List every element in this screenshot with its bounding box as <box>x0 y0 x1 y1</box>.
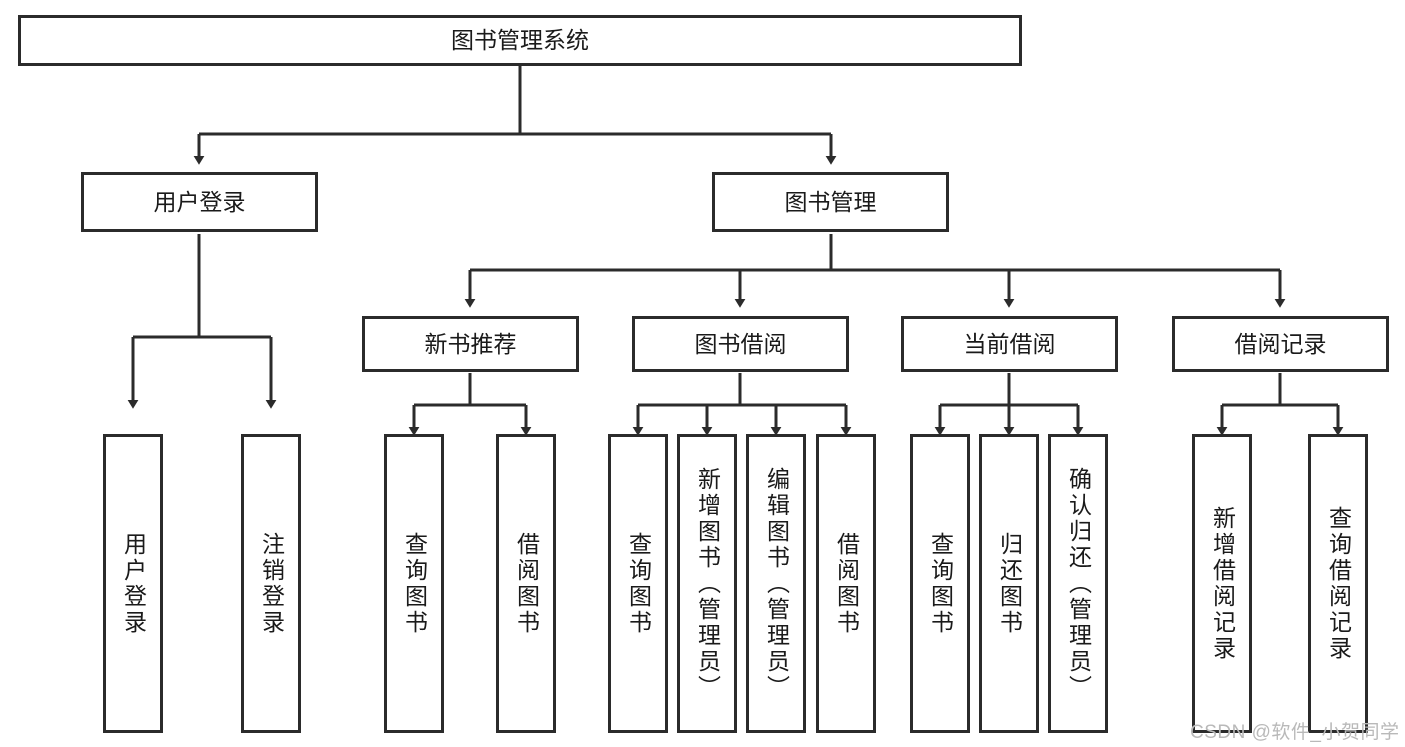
node-leaf-borrow-book-2-label: 借阅图书 <box>833 531 860 636</box>
node-leaf-query-book-3[interactable]: 查询图书 <box>910 434 970 733</box>
node-current-borrow[interactable]: 当前借阅 <box>901 316 1118 372</box>
node-new-book-rec[interactable]: 新书推荐 <box>362 316 579 372</box>
node-borrow-record-label: 借阅记录 <box>1234 330 1327 357</box>
node-leaf-borrow-book-1-label: 借阅图书 <box>513 531 540 636</box>
csdn-watermark: CSDN @软件_小贺同学 <box>1190 722 1400 743</box>
node-leaf-return-book-label: 归还图书 <box>996 531 1023 636</box>
node-leaf-query-book-2-label: 查询图书 <box>625 531 652 636</box>
node-leaf-user-login-label: 用户登录 <box>120 531 147 636</box>
node-leaf-query-record[interactable]: 查询借阅记录 <box>1308 434 1368 733</box>
node-leaf-add-book-label: 新增图书（管理员） <box>694 466 721 701</box>
node-new-book-rec-label: 新书推荐 <box>424 330 517 357</box>
node-leaf-edit-book-label: 编辑图书（管理员） <box>763 466 790 701</box>
node-leaf-query-book-1-label: 查询图书 <box>401 531 428 636</box>
node-root-label: 图书管理系统 <box>451 27 589 54</box>
node-root[interactable]: 图书管理系统 <box>18 15 1022 66</box>
node-leaf-add-record[interactable]: 新增借阅记录 <box>1192 434 1252 733</box>
node-leaf-logout-label: 注销登录 <box>258 531 285 636</box>
node-leaf-add-record-label: 新增借阅记录 <box>1209 505 1236 662</box>
node-leaf-borrow-book-2[interactable]: 借阅图书 <box>816 434 876 733</box>
node-user-login-label: 用户登录 <box>153 188 246 215</box>
node-leaf-confirm-return-label: 确认归还（管理员） <box>1065 466 1092 701</box>
node-leaf-add-book[interactable]: 新增图书（管理员） <box>677 434 737 733</box>
node-leaf-user-login[interactable]: 用户登录 <box>103 434 163 733</box>
node-book-borrow[interactable]: 图书借阅 <box>632 316 849 372</box>
node-leaf-return-book[interactable]: 归还图书 <box>979 434 1039 733</box>
node-leaf-query-book-1[interactable]: 查询图书 <box>384 434 444 733</box>
node-book-manage[interactable]: 图书管理 <box>712 172 949 232</box>
node-book-manage-label: 图书管理 <box>784 188 877 215</box>
node-borrow-record[interactable]: 借阅记录 <box>1172 316 1389 372</box>
node-book-borrow-label: 图书借阅 <box>694 330 787 357</box>
node-leaf-query-record-label: 查询借阅记录 <box>1325 505 1352 662</box>
node-leaf-confirm-return[interactable]: 确认归还（管理员） <box>1048 434 1108 733</box>
node-leaf-query-book-2[interactable]: 查询图书 <box>608 434 668 733</box>
node-leaf-borrow-book-1[interactable]: 借阅图书 <box>496 434 556 733</box>
node-current-borrow-label: 当前借阅 <box>963 330 1056 357</box>
node-user-login[interactable]: 用户登录 <box>81 172 318 232</box>
node-leaf-query-book-3-label: 查询图书 <box>927 531 954 636</box>
node-leaf-logout[interactable]: 注销登录 <box>241 434 301 733</box>
node-leaf-edit-book[interactable]: 编辑图书（管理员） <box>746 434 806 733</box>
